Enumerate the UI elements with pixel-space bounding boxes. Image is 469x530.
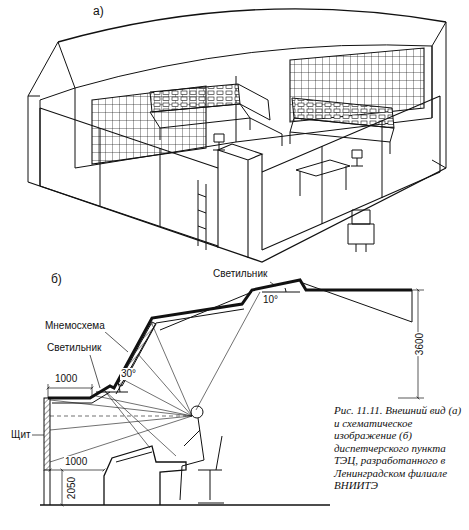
lamp-angle (96, 381, 128, 392)
operator-figure (180, 406, 224, 503)
partition-mullion (322, 121, 382, 224)
sight-lines (50, 292, 260, 462)
eye-level (50, 416, 186, 417)
light-cone (160, 282, 412, 330)
mnemonic-board (118, 322, 156, 386)
leader-line (270, 282, 276, 286)
dimension-line (62, 470, 63, 505)
leader-line (104, 331, 128, 352)
leader-line (90, 355, 100, 388)
control-board (44, 398, 50, 470)
partition-rail (262, 96, 440, 250)
callout-label: Светильник (212, 268, 268, 280)
body (180, 418, 204, 500)
callout-label: 10° (262, 294, 279, 306)
leader-line (32, 435, 44, 436)
console-desk (290, 118, 394, 154)
console-top (116, 452, 152, 462)
callout-label: Светильник (46, 342, 102, 354)
computer (348, 210, 374, 252)
roof-arc (58, 9, 446, 42)
figure-caption: Рис. 11.11. Внешний вид (а) и схематичес… (334, 404, 464, 492)
console-desk (150, 104, 250, 140)
callout-label: 1000 (64, 456, 88, 468)
chair (198, 436, 224, 503)
dimension-label: 2050 (66, 476, 78, 500)
console-panels (292, 98, 394, 128)
callout-label: 30° (120, 368, 137, 380)
back-wall (75, 46, 432, 168)
callout-label: Щит (10, 429, 32, 441)
lamp-angle (262, 288, 300, 292)
chair (351, 150, 363, 166)
board-base (44, 470, 50, 505)
console-left (150, 84, 282, 146)
callout-label: 1000 (54, 373, 78, 385)
glass-partition (40, 96, 440, 258)
dimension-line (48, 388, 92, 389)
lamp-ray (104, 292, 260, 456)
floor (40, 504, 330, 506)
part-letter: а) (92, 4, 105, 18)
dimension-label: 3600 (414, 332, 426, 356)
extension-line (48, 384, 92, 398)
partition-mullion (100, 128, 160, 226)
head (191, 406, 203, 418)
floor-edge (28, 168, 446, 262)
right-wall (432, 22, 446, 168)
desk (296, 160, 350, 196)
ceiling (48, 280, 412, 398)
partition-rail (40, 108, 218, 246)
part-letter: б) (50, 272, 63, 286)
dimension-line (50, 470, 104, 471)
callout-label: Мнемосхема (44, 320, 106, 332)
console (104, 446, 186, 505)
ladder (198, 180, 206, 250)
left-wall (28, 42, 75, 186)
console-right (290, 98, 394, 154)
room-view (28, 9, 446, 262)
partition-pillar (218, 144, 262, 258)
console-wing (238, 84, 282, 146)
